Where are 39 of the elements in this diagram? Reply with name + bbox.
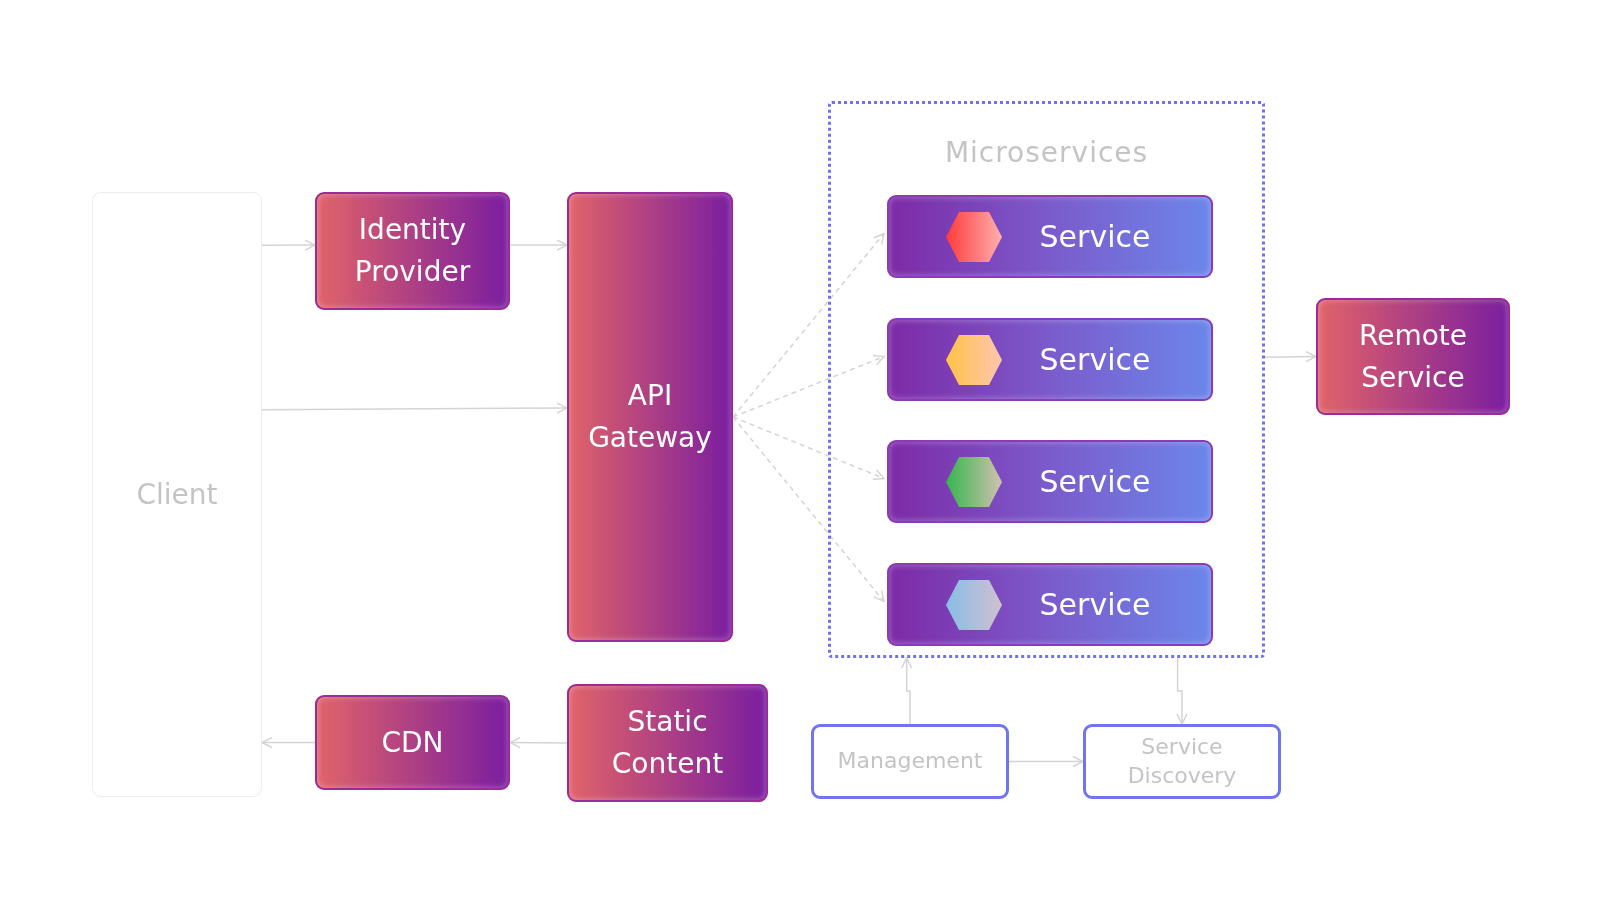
node-label: Service — [1039, 586, 1151, 624]
service-box — [887, 563, 1213, 646]
node-label: Service — [1039, 463, 1151, 501]
service-box — [887, 318, 1213, 401]
dashed-group-box — [828, 101, 1265, 658]
outlined-box — [1083, 724, 1281, 799]
group-title: Microservices — [944, 135, 1149, 171]
service-box — [887, 195, 1213, 278]
arrow — [509, 736, 568, 749]
arrow — [732, 416, 885, 603]
arrow — [261, 239, 316, 251]
outlined-box — [811, 724, 1009, 799]
arrow — [732, 416, 885, 481]
arrow — [261, 402, 568, 414]
component-box — [1316, 298, 1510, 415]
service-box — [887, 440, 1213, 523]
arrow — [261, 736, 316, 749]
arrow — [509, 239, 568, 251]
component-box — [567, 192, 733, 642]
component-box — [567, 684, 768, 802]
node-label: Identity Provider — [353, 212, 472, 290]
component-box — [315, 695, 510, 790]
client-box — [92, 192, 262, 797]
node-label: Client — [136, 476, 218, 513]
node-label: Service — [1039, 218, 1151, 256]
component-box — [315, 192, 510, 310]
node-label: Service Discovery — [1126, 732, 1238, 790]
node-label: Static Content — [610, 704, 725, 782]
node-label: API Gateway — [587, 378, 713, 456]
arrow — [1008, 755, 1084, 768]
arrow — [900, 657, 913, 725]
arrow — [732, 232, 885, 418]
node-label: CDN — [381, 724, 444, 761]
arrow — [1176, 657, 1188, 725]
node-label: Management — [837, 747, 983, 776]
node-label: Service — [1039, 341, 1151, 379]
arrow — [1264, 350, 1317, 363]
arrow — [732, 354, 885, 418]
node-label: Remote Service — [1357, 317, 1468, 396]
